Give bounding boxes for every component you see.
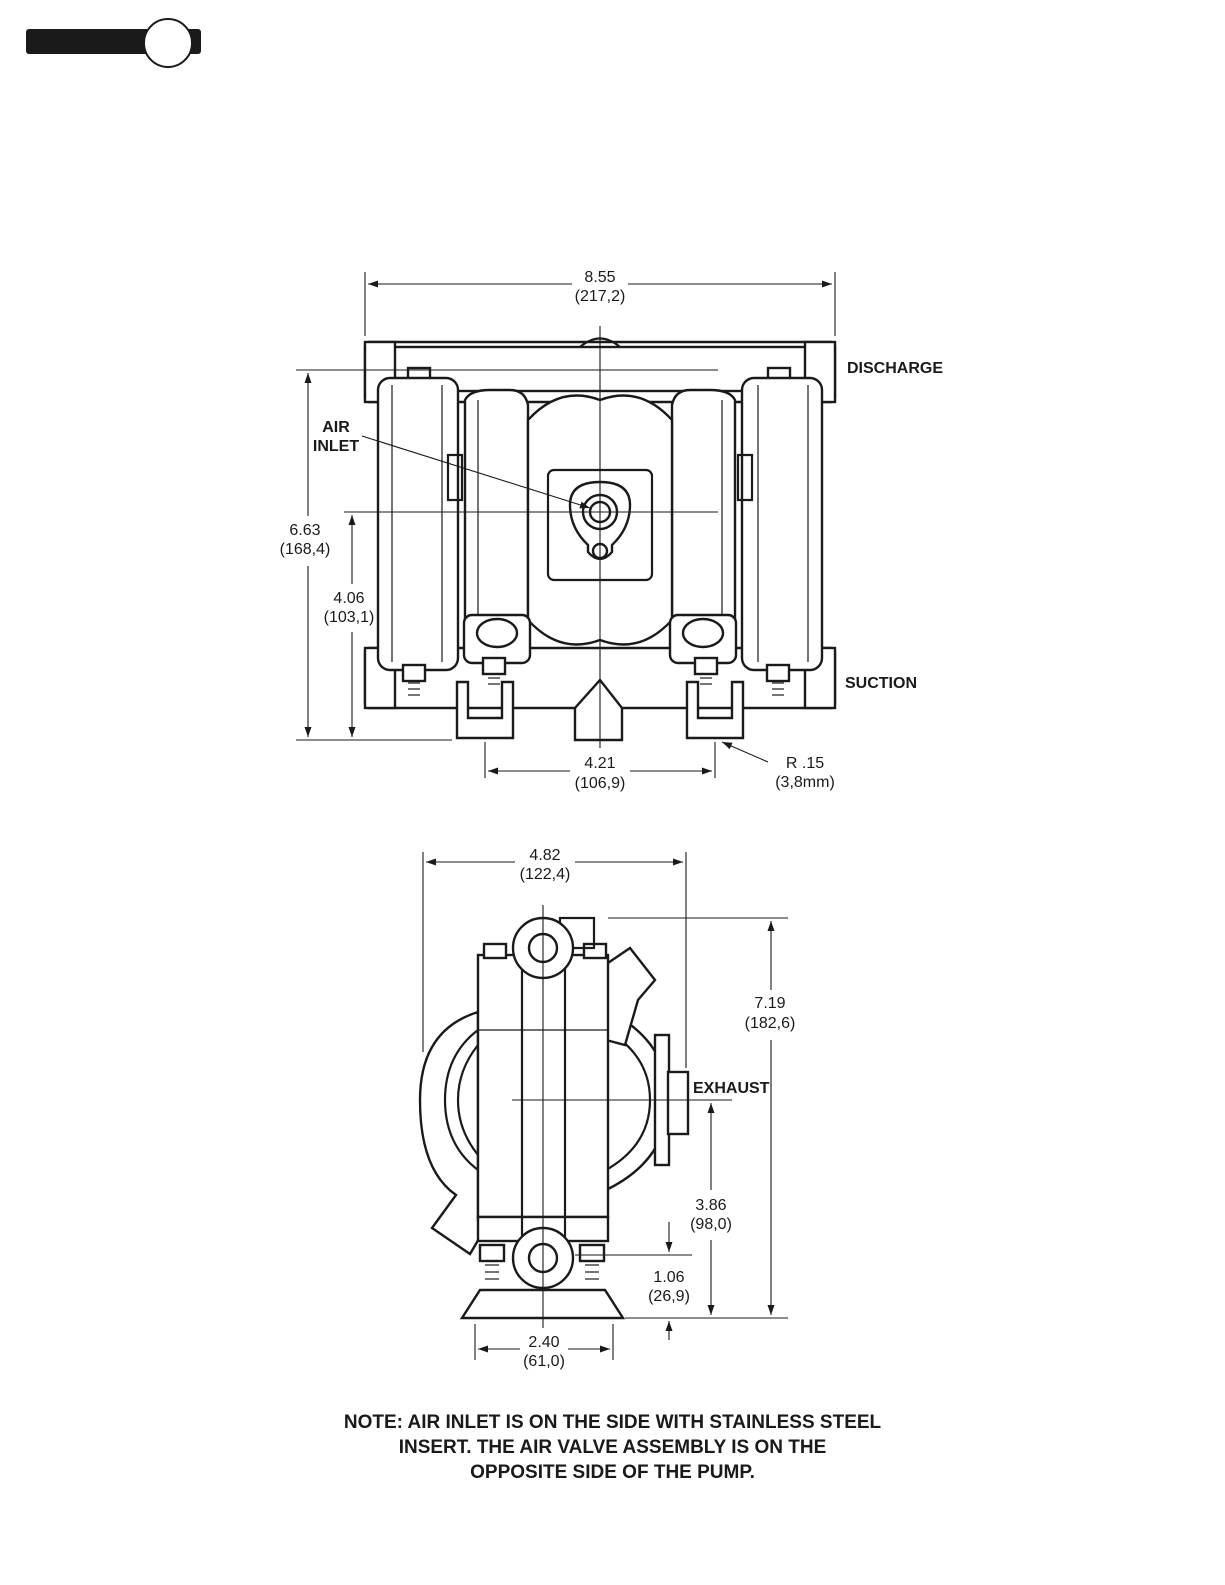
exhaust-height-mm: (98,0) <box>690 1216 732 1233</box>
radius-value: R .15 <box>786 755 824 772</box>
left-fluid-chamber <box>378 378 458 670</box>
discharge-label: DISCHARGE <box>847 360 943 377</box>
side-height-dimension: 7.19 (182,6) <box>745 921 796 1315</box>
side-width-value: 4.82 <box>529 847 560 864</box>
note-line-2: INSERT. THE AIR VALVE ASSEMBLY IS ON THE <box>0 1435 1225 1460</box>
front-view: 8.55 (217,2) 6.63 (168,4) 4.06 (103,1) 4… <box>280 269 944 792</box>
suction-label: SUCTION <box>845 675 917 692</box>
exhaust-height-value: 3.86 <box>695 1197 726 1214</box>
foot-spacing-dimension: 4.21 (106,9) <box>485 742 715 792</box>
side-height-value: 7.19 <box>754 995 785 1012</box>
right-ball-check <box>670 615 736 663</box>
air-valve <box>605 948 655 1045</box>
radius-callout: R .15 (3,8mm) <box>722 742 835 791</box>
left-ball-check <box>464 615 530 663</box>
right-air-chamber <box>672 390 752 650</box>
side-view: 4.82 (122,4) 7.19 (182,6) 3.86 (98,0) 1.… <box>420 847 795 1370</box>
suction-height-value: 1.06 <box>653 1269 684 1286</box>
left-air-chamber <box>448 390 528 650</box>
note-line-3: OPPOSITE SIDE OF THE PUMP. <box>0 1460 1225 1485</box>
right-fluid-chamber <box>742 378 822 670</box>
radius-mm: (3,8mm) <box>775 774 835 791</box>
exhaust-label: EXHAUST <box>693 1080 770 1097</box>
base-width-mm: (61,0) <box>523 1353 565 1370</box>
front-width-mm: (217,2) <box>575 288 626 305</box>
inlet-height-mm: (103,1) <box>324 609 375 626</box>
suction-height-mm: (26,9) <box>648 1288 690 1305</box>
side-height-mm: (182,6) <box>745 1015 796 1032</box>
front-height-mm: (168,4) <box>280 541 331 558</box>
foot-spacing-value: 4.21 <box>584 755 615 772</box>
foot-spacing-mm: (106,9) <box>575 775 626 792</box>
front-height-value: 6.63 <box>289 522 320 539</box>
side-width-mm: (122,4) <box>520 866 571 883</box>
air-inlet-label-line2: INLET <box>313 438 359 455</box>
exhaust-height-dimension: 3.86 (98,0) <box>690 1103 732 1315</box>
inlet-height-value: 4.06 <box>333 590 364 607</box>
base-width-dimension: 2.40 (61,0) <box>475 1324 613 1370</box>
base-width-value: 2.40 <box>528 1334 559 1351</box>
air-inlet-label-line1: AIR <box>322 419 350 436</box>
front-width-dimension: 8.55 (217,2) <box>365 269 835 336</box>
suction-height-dimension: 1.06 (26,9) <box>648 1222 690 1340</box>
note-line-1: NOTE: AIR INLET IS ON THE SIDE WITH STAI… <box>0 1410 1225 1435</box>
front-width-value: 8.55 <box>584 269 615 286</box>
